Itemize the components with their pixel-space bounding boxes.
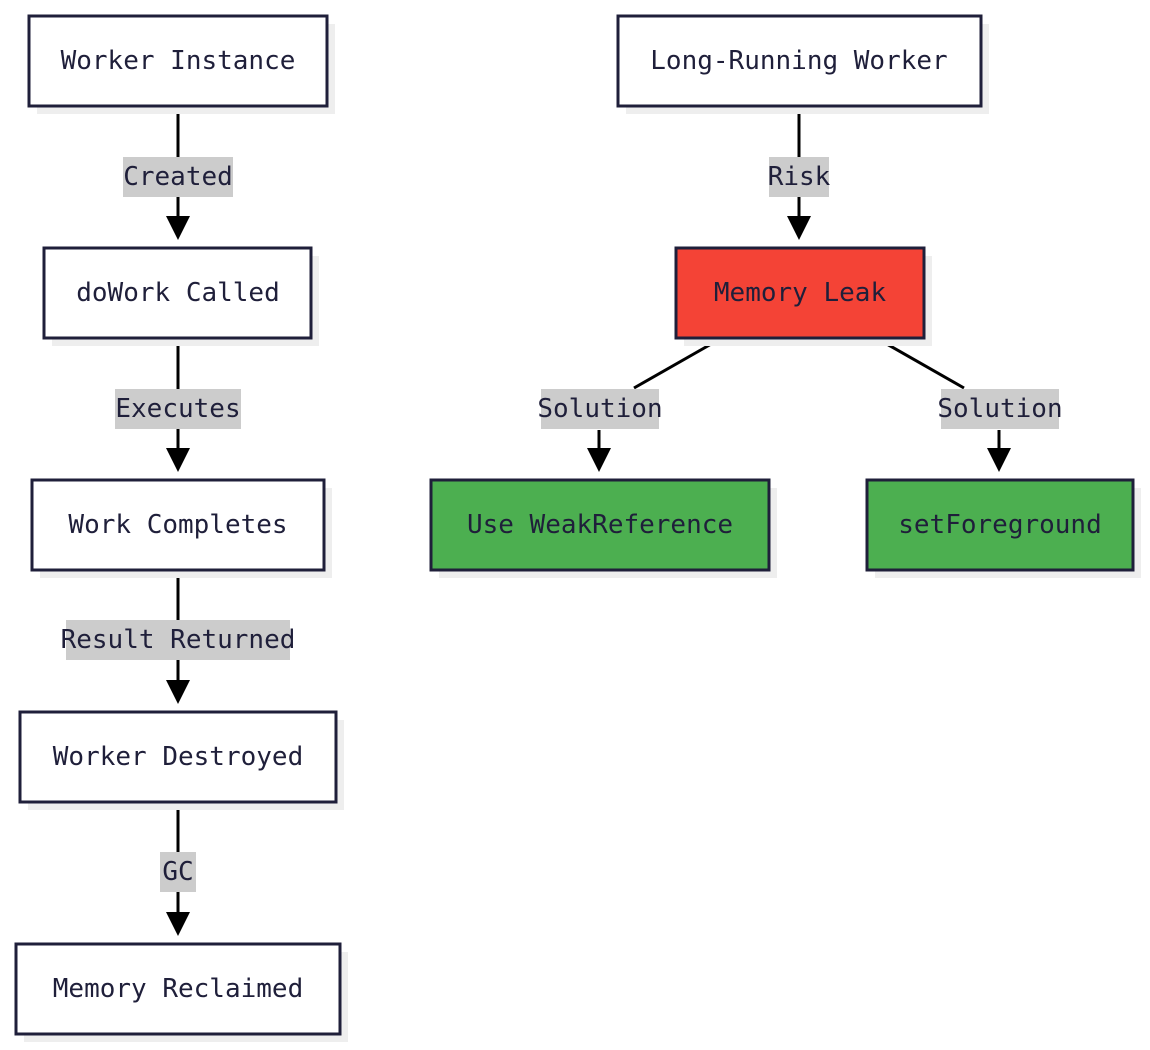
arrowhead-icon bbox=[166, 448, 190, 472]
edge-label-result-returned: Result Returned bbox=[61, 625, 296, 655]
edge-label-bg bbox=[160, 852, 196, 892]
edge-line bbox=[877, 337, 965, 390]
arrowhead-icon bbox=[987, 448, 1011, 472]
node-use-weakreference: Use WeakReference bbox=[429, 478, 777, 578]
edge-label-bg bbox=[115, 389, 241, 429]
node-label-worker-destroyed: Worker Destroyed bbox=[53, 742, 303, 772]
node-work-completes: Work Completes bbox=[30, 478, 332, 578]
node-dowork-called: doWork Called bbox=[42, 246, 319, 346]
arrowhead-icon bbox=[587, 448, 611, 472]
edge-executes: Executes bbox=[115, 338, 241, 472]
node-label-worker-instance: Worker Instance bbox=[61, 46, 296, 76]
node-worker-destroyed: Worker Destroyed bbox=[18, 710, 344, 810]
node-long-running-worker: Long-Running Worker bbox=[616, 14, 989, 114]
node-label-memory-leak: Memory Leak bbox=[714, 278, 887, 308]
edge-created: Created bbox=[123, 106, 233, 240]
edge-label-bg bbox=[941, 389, 1059, 429]
edge-label-bg bbox=[769, 157, 829, 197]
edge-label-gc: GC bbox=[162, 857, 193, 887]
edge-result-returned: Result Returned bbox=[61, 570, 296, 704]
node-box bbox=[14, 942, 342, 1036]
node-box bbox=[27, 14, 329, 108]
node-box bbox=[616, 14, 983, 108]
node-box bbox=[30, 478, 326, 572]
edge-label-bg bbox=[66, 620, 290, 660]
edge-label-bg bbox=[123, 157, 233, 197]
edge-label-risk: Risk bbox=[768, 162, 831, 192]
node-box bbox=[42, 246, 313, 340]
node-setforeground: setForeground bbox=[865, 478, 1141, 578]
arrowhead-icon bbox=[166, 216, 190, 240]
edge-risk: Risk bbox=[768, 106, 831, 240]
edge-label-bg bbox=[541, 389, 659, 429]
node-label-long-running-worker: Long-Running Worker bbox=[650, 46, 947, 76]
edge-gc: GC bbox=[160, 802, 196, 936]
edge-label-solution-foreground: Solution bbox=[937, 394, 1062, 424]
arrowhead-icon bbox=[166, 680, 190, 704]
node-label-memory-reclaimed: Memory Reclaimed bbox=[53, 974, 303, 1004]
edge-label-executes: Executes bbox=[115, 394, 240, 424]
edge-line bbox=[633, 337, 721, 390]
node-memory-reclaimed: Memory Reclaimed bbox=[14, 942, 348, 1042]
edge-label-solution-weakref: Solution bbox=[537, 394, 662, 424]
edge-label-created: Created bbox=[123, 162, 233, 192]
arrowhead-icon bbox=[166, 912, 190, 936]
edge-solution-weakref: Solution bbox=[537, 337, 721, 472]
node-memory-leak: Memory Leak bbox=[674, 246, 932, 346]
node-label-work-completes: Work Completes bbox=[68, 510, 287, 540]
node-label-setforeground: setForeground bbox=[898, 510, 1102, 540]
node-box bbox=[674, 246, 926, 340]
arrowhead-icon bbox=[787, 216, 811, 240]
node-worker-instance: Worker Instance bbox=[27, 14, 335, 114]
edge-solution-foreground: Solution bbox=[877, 337, 1063, 472]
node-box bbox=[429, 478, 771, 572]
node-box bbox=[865, 478, 1135, 572]
node-box bbox=[18, 710, 338, 804]
node-label-dowork-called: doWork Called bbox=[76, 278, 280, 308]
node-label-use-weakreference: Use WeakReference bbox=[467, 510, 733, 540]
